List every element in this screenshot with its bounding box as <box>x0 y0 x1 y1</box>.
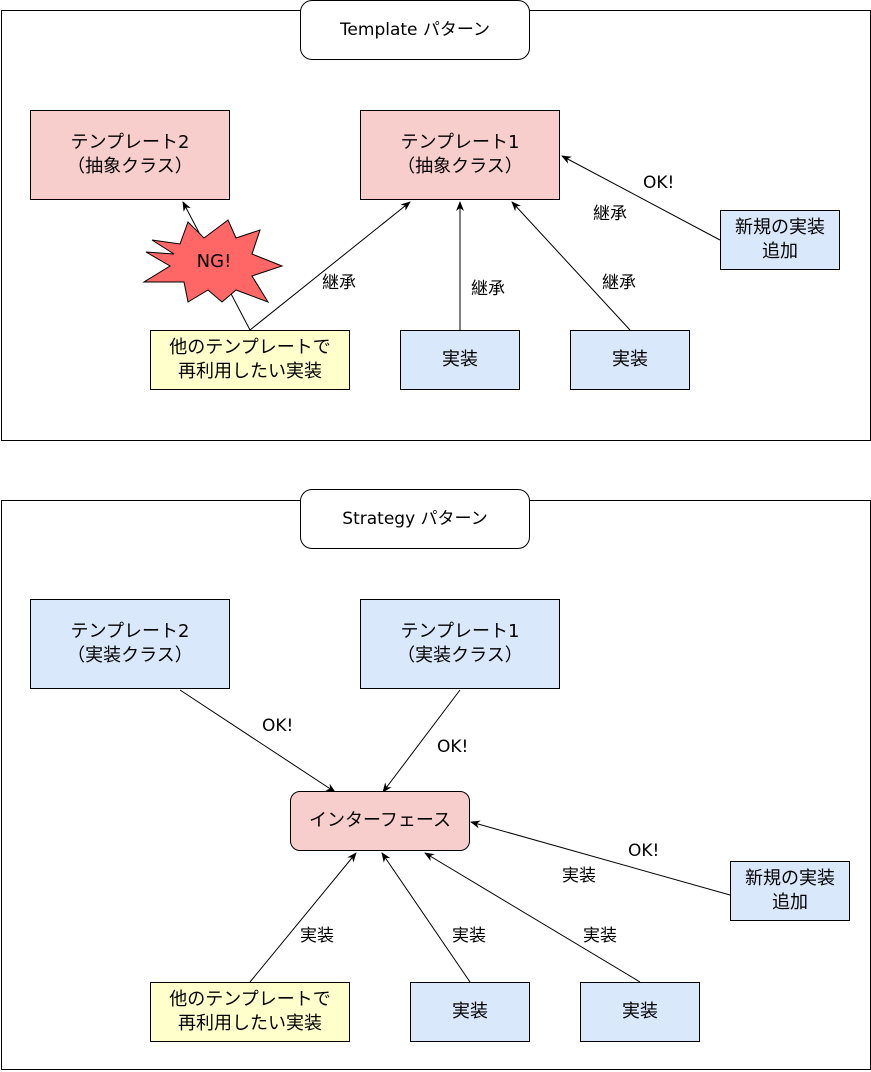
new-implementation-box: 新規の実装 追加 <box>730 861 850 921</box>
edge-label-inherit: 継承 <box>602 273 636 293</box>
edge-label-inherit: 継承 <box>322 273 356 293</box>
edge-label-implement: 実装 <box>452 926 486 946</box>
template-pattern-title: Template パターン <box>300 0 530 60</box>
template2-abstract-class: テンプレート2 （抽象クラス） <box>30 110 230 200</box>
edge-label-inherit: 継承 <box>471 279 505 299</box>
template1-implementation-class: テンプレート1 （実装クラス） <box>360 599 560 689</box>
implementation-box-b: 実装 <box>580 982 700 1042</box>
implementation-box-a: 実装 <box>410 982 530 1042</box>
template1-abstract-class: テンプレート1 （抽象クラス） <box>360 110 560 200</box>
reuse-implementation-box: 他のテンプレートで 再利用したい実装 <box>150 330 350 390</box>
edge-label-implement: 実装 <box>562 866 596 886</box>
edge-label-implement: 実装 <box>300 926 334 946</box>
reuse-implementation-box: 他のテンプレートで 再利用したい実装 <box>150 982 350 1042</box>
edge-label-ok: OK! <box>437 737 469 757</box>
ng-label: NG! <box>196 250 232 272</box>
edge-label-implement: 実装 <box>583 926 617 946</box>
template2-implementation-class: テンプレート2 （実装クラス） <box>30 599 230 689</box>
interface-box: インターフェース <box>290 791 470 851</box>
new-implementation-box: 新規の実装 追加 <box>720 210 840 270</box>
edge-label-ok: OK! <box>262 716 294 736</box>
edge-label-ok: OK! <box>643 173 675 193</box>
implementation-box-a: 実装 <box>400 330 520 390</box>
edge-label-inherit: 継承 <box>593 204 627 224</box>
implementation-box-b: 実装 <box>570 330 690 390</box>
ng-star-icon <box>142 219 284 303</box>
edge-label-ok: OK! <box>628 841 660 861</box>
strategy-pattern-title: Strategy パターン <box>300 489 530 549</box>
